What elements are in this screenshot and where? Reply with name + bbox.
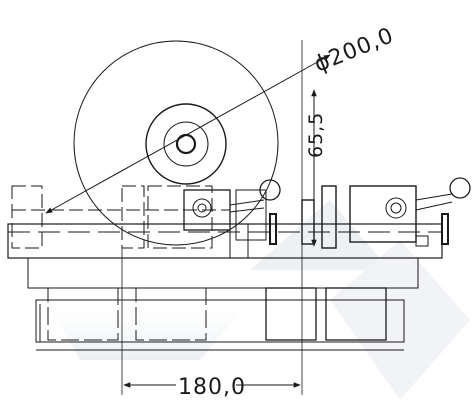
clamp-jaws [301, 185, 337, 249]
diameter-label: ϕ200,0 [311, 23, 398, 77]
height-label: 65,5 [305, 112, 327, 158]
left-vise [11, 185, 230, 249]
width-dimension [121, 248, 303, 395]
wheel-bore-circle [175, 133, 197, 155]
diameter-dimension [45, 54, 331, 214]
grinding-wheel [73, 40, 279, 246]
right-vise [349, 177, 471, 247]
right-handle-knob [449, 177, 471, 199]
center-vise [183, 179, 281, 245]
wheel-flange-circle [145, 103, 227, 185]
lower-blocks [47, 287, 387, 341]
width-label: 180,0 [178, 375, 246, 400]
